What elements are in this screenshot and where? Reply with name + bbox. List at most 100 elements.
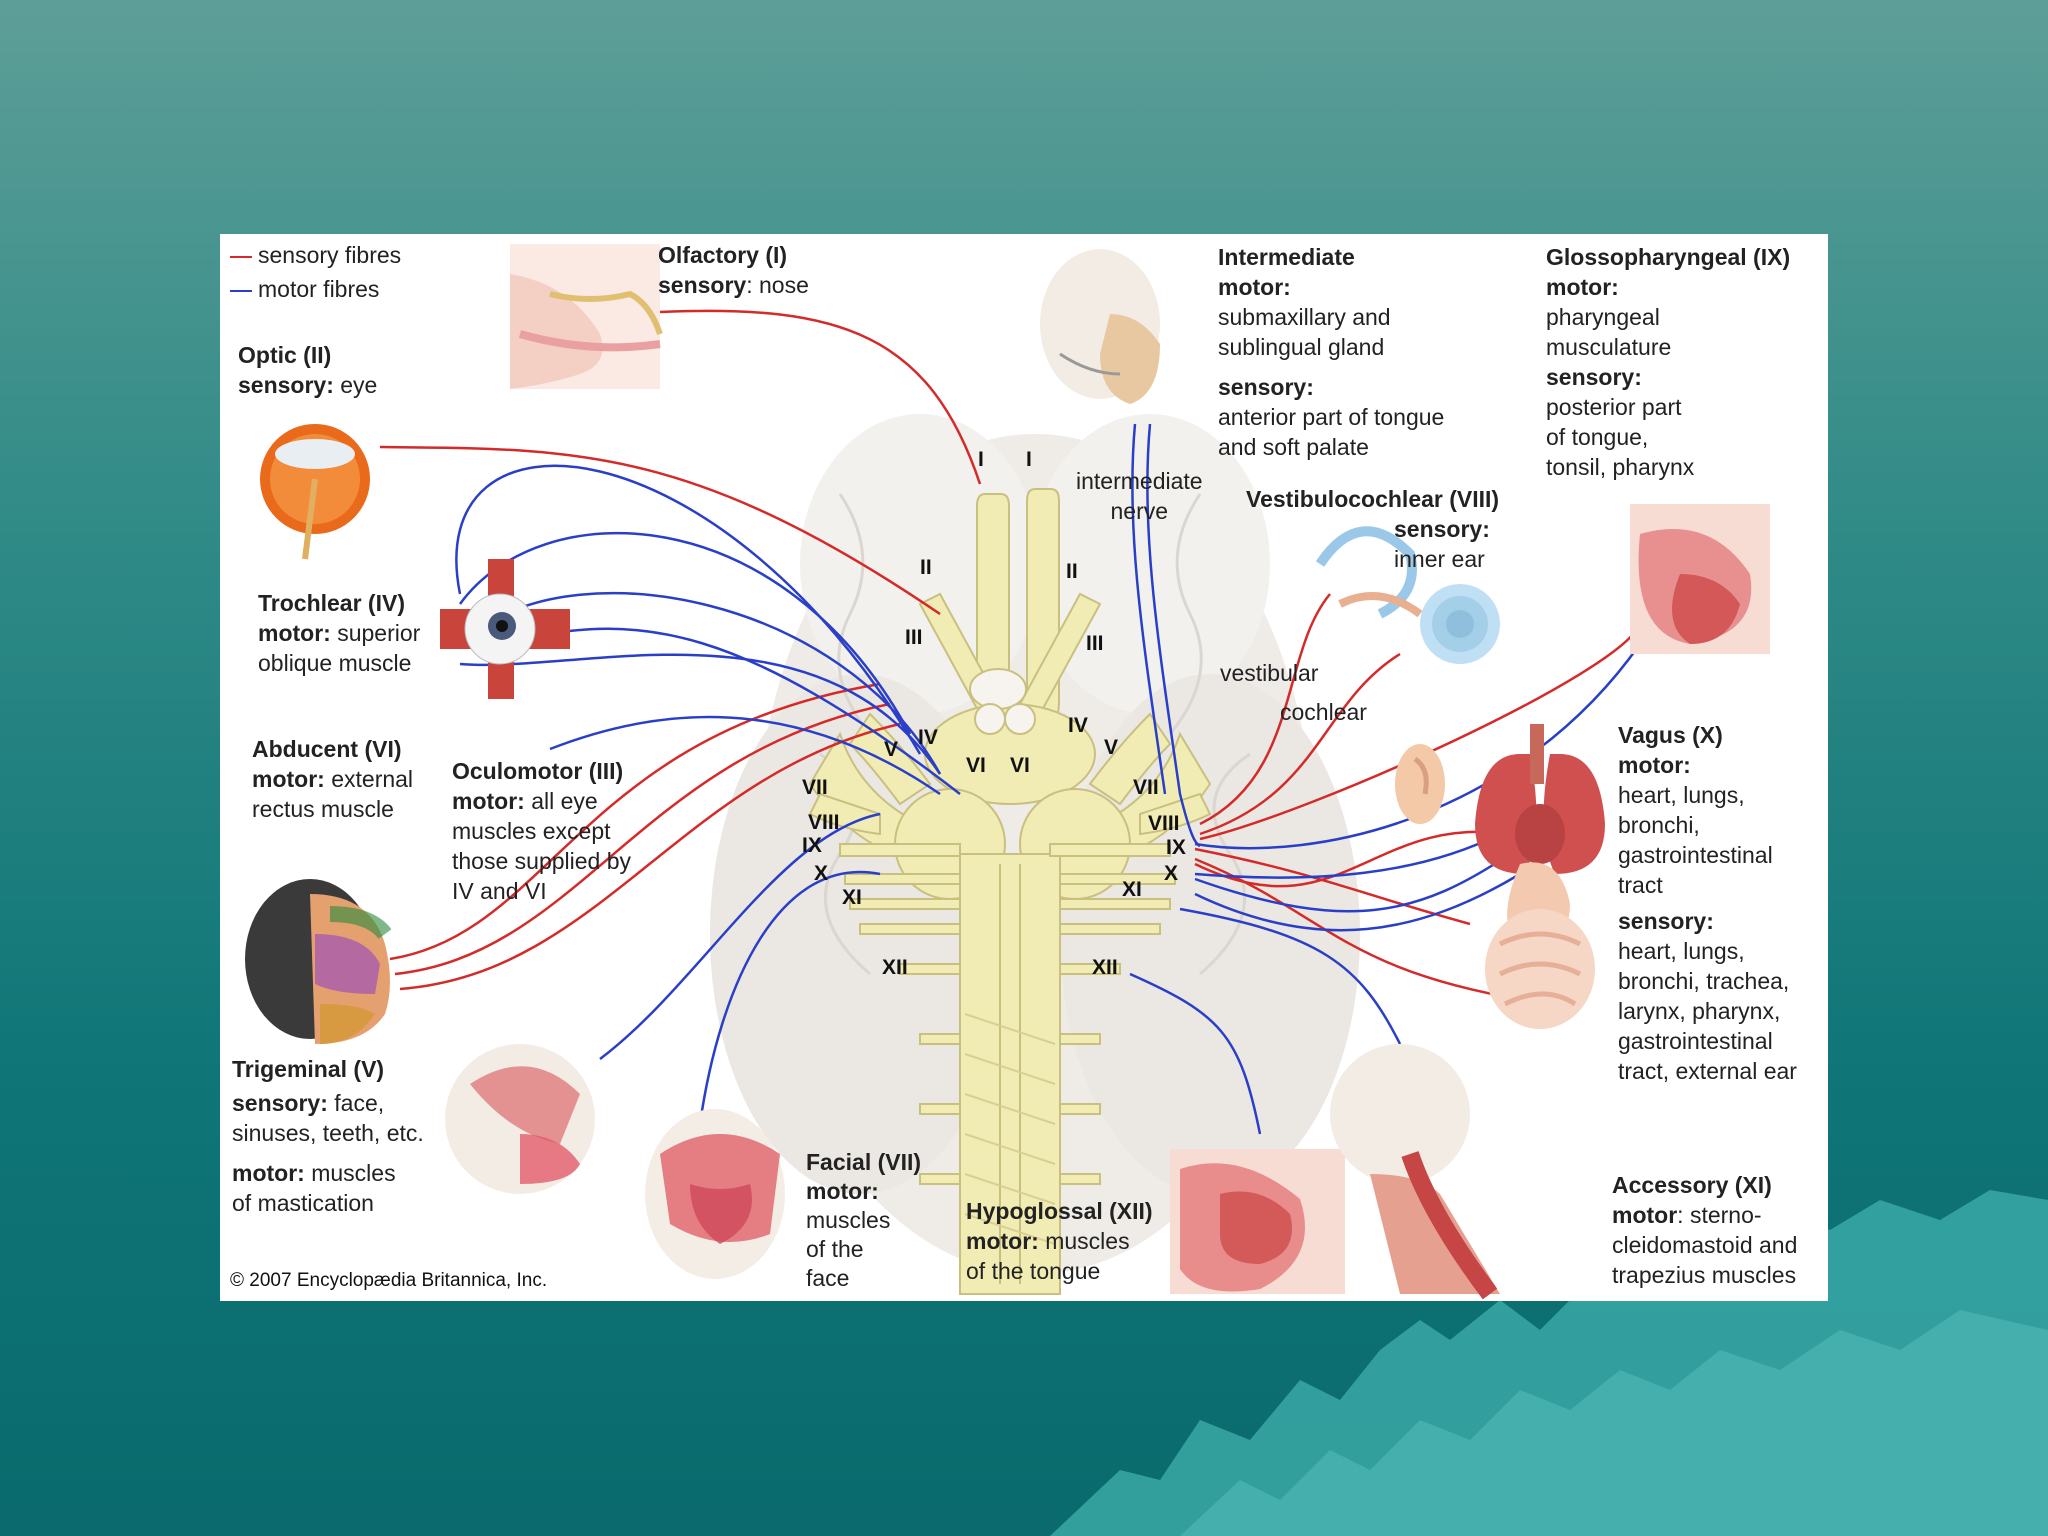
vestibulocochlear-title: Vestibulocochlear (VIII) xyxy=(1246,486,1500,512)
olfactory-value: : nose xyxy=(746,272,809,298)
numeral-X-left: X xyxy=(814,862,829,885)
inner-ear-illustration xyxy=(1315,526,1500,664)
skull-jaw-illustration xyxy=(445,1044,595,1194)
face-muscles-illustration xyxy=(645,1109,785,1279)
olfactory-key: sensory xyxy=(658,272,747,298)
numeral-XII-right: XII xyxy=(1092,956,1118,979)
intermediate-sensory-line2: and soft palate xyxy=(1218,434,1369,460)
cranial-nerves-diagram: sensory fibres motor fibres Olfactory (I… xyxy=(220,234,1828,1301)
numeral-I-right: I xyxy=(1026,448,1032,471)
intermediate-motor-line1: submaxillary and xyxy=(1218,304,1391,330)
oculomotor-line3: those supplied by xyxy=(452,848,632,874)
numeral-IX-right: IX xyxy=(1166,836,1186,859)
olfactory-title: Olfactory (I) xyxy=(658,242,788,268)
vagus-sensory-line4: gastrointestinal xyxy=(1618,1028,1773,1054)
vestibular-label: vestibular xyxy=(1220,660,1319,686)
trochlear-value: superior xyxy=(330,620,421,646)
intermediate-sensory-line1: anterior part of tongue xyxy=(1218,404,1445,430)
vagus-sensory-line3: larynx, pharynx, xyxy=(1618,998,1781,1024)
vagus-sensory-line5: tract, external ear xyxy=(1618,1058,1797,1084)
numeral-I-left: I xyxy=(978,448,984,471)
optic-title: Optic (II) xyxy=(238,342,332,368)
optic-key: sensory: xyxy=(238,372,334,398)
legend-sensory-label: sensory fibres xyxy=(258,242,402,268)
motor-line-swatch xyxy=(230,289,252,292)
motor-fibre-lines xyxy=(455,423,1642,1135)
trigeminal-sensory-value: face, xyxy=(327,1090,385,1116)
vagus-motor-key: motor: xyxy=(1618,752,1691,778)
numeral-X-right: X xyxy=(1164,862,1179,885)
glossopharyngeal-motor-line1: pharyngeal xyxy=(1546,304,1660,330)
intermediate-nerve-label: intermediate nerve xyxy=(1076,466,1203,526)
vestibulocochlear-sensory-line1: inner ear xyxy=(1394,546,1485,572)
diagram-artwork xyxy=(245,244,1770,1300)
intermediate-nerve-line2: nerve xyxy=(1110,498,1169,524)
skull-gland-illustration xyxy=(1040,249,1160,404)
abducent-key: motor: xyxy=(252,766,325,792)
intermediate-title: Intermediate xyxy=(1218,244,1355,270)
tongue-section-illustration xyxy=(1170,1149,1345,1294)
numeral-III-right: III xyxy=(1086,632,1104,655)
hypoglossal-value: muscles xyxy=(1038,1228,1130,1254)
trigeminal-motor-line2: of mastication xyxy=(232,1190,374,1216)
intermediate-motor-line2: sublingual gland xyxy=(1218,334,1385,360)
abducent-line2: rectus muscle xyxy=(252,796,394,822)
intermediate-nerve-line1: intermediate xyxy=(1076,468,1203,494)
vestibulocochlear-label: Vestibulocochlear (VIII) sensory: inner … xyxy=(1246,484,1499,574)
numeral-V-right: V xyxy=(1104,736,1119,759)
trigeminal-sensory-line2: sinuses, teeth, etc. xyxy=(232,1120,424,1146)
facial-line3: face xyxy=(806,1265,850,1291)
trigeminal-sensory-key: sensory: xyxy=(232,1090,328,1116)
legend-motor-label: motor fibres xyxy=(258,276,380,302)
glossopharyngeal-sensory-line2: of tongue, xyxy=(1546,424,1649,450)
oculomotor-value: all eye xyxy=(524,788,598,814)
trigeminal-label: Trigeminal (V) sensory: face, sinuses, t… xyxy=(232,1054,424,1218)
intermediate-sensory-key: sensory: xyxy=(1218,374,1314,400)
hypoglossal-label: Hypoglossal (XII) motor: muscles of the … xyxy=(966,1196,1153,1286)
glossopharyngeal-motor-key: motor: xyxy=(1546,274,1619,300)
legend-motor: motor fibres xyxy=(230,274,379,304)
legend-sensory: sensory fibres xyxy=(230,240,401,270)
sensory-line-swatch xyxy=(230,255,252,258)
abducent-label: Abducent (VI) motor: external rectus mus… xyxy=(252,734,413,824)
accessory-label: Accessory (XI) motor: sterno- cleidomast… xyxy=(1612,1170,1797,1290)
olfactory-label: Olfactory (I) sensory: nose xyxy=(658,240,809,300)
ear-illustration xyxy=(1395,744,1445,824)
copyright-notice: © 2007 Encyclopædia Britannica, Inc. xyxy=(230,1270,548,1291)
accessory-line2: cleidomastoid and xyxy=(1612,1232,1798,1258)
hypoglossal-key: motor: xyxy=(966,1228,1039,1254)
numeral-VIII-left: VIII xyxy=(808,811,840,834)
glossopharyngeal-sensory-line1: posterior part xyxy=(1546,394,1682,420)
facial-motor-key: motor: xyxy=(806,1178,879,1204)
head-dermatomes-illustration xyxy=(245,879,392,1044)
accessory-motor-key: motor xyxy=(1612,1202,1678,1228)
oculomotor-key: motor: xyxy=(452,788,525,814)
lungs-heart-illustration xyxy=(1475,724,1605,874)
accessory-motor-value: : sterno- xyxy=(1677,1202,1762,1228)
trochlear-label: Trochlear (IV) motor: superior oblique m… xyxy=(258,588,420,678)
vagus-motor-line3: gastrointestinal xyxy=(1618,842,1773,868)
vagus-sensory-line1: heart, lungs, xyxy=(1618,938,1745,964)
vagus-sensory-key: sensory: xyxy=(1618,908,1714,934)
accessory-title: Accessory (XI) xyxy=(1612,1172,1772,1198)
eye-muscles-illustration xyxy=(440,559,570,699)
facial-line2: of the xyxy=(806,1236,864,1262)
optic-value: eye xyxy=(333,372,378,398)
numeral-XI-right: XI xyxy=(1122,878,1142,901)
glossopharyngeal-title: Glossopharyngeal (IX) xyxy=(1546,244,1791,270)
sensory-fibre-lines xyxy=(379,309,1642,1006)
trochlear-key: motor: xyxy=(258,620,331,646)
numeral-VII-right: VII xyxy=(1133,776,1159,799)
numeral-VI-left: VI xyxy=(966,754,986,777)
glossopharyngeal-label: Glossopharyngeal (IX) motor: pharyngeal … xyxy=(1546,242,1790,482)
numeral-IV-right: IV xyxy=(1068,714,1088,737)
numeral-VI-right: VI xyxy=(1010,754,1030,777)
vagus-sensory-line2: bronchi, trachea, xyxy=(1618,968,1790,994)
abducent-value: external xyxy=(324,766,414,792)
glossopharyngeal-sensory-line3: tonsil, pharynx xyxy=(1546,454,1695,480)
trigeminal-motor-key: motor: xyxy=(232,1160,305,1186)
hypoglossal-line2: of the tongue xyxy=(966,1258,1101,1284)
hypoglossal-title: Hypoglossal (XII) xyxy=(966,1198,1153,1224)
numeral-IX-left: IX xyxy=(802,834,822,857)
optic-label: Optic (II) sensory: eye xyxy=(238,340,377,400)
